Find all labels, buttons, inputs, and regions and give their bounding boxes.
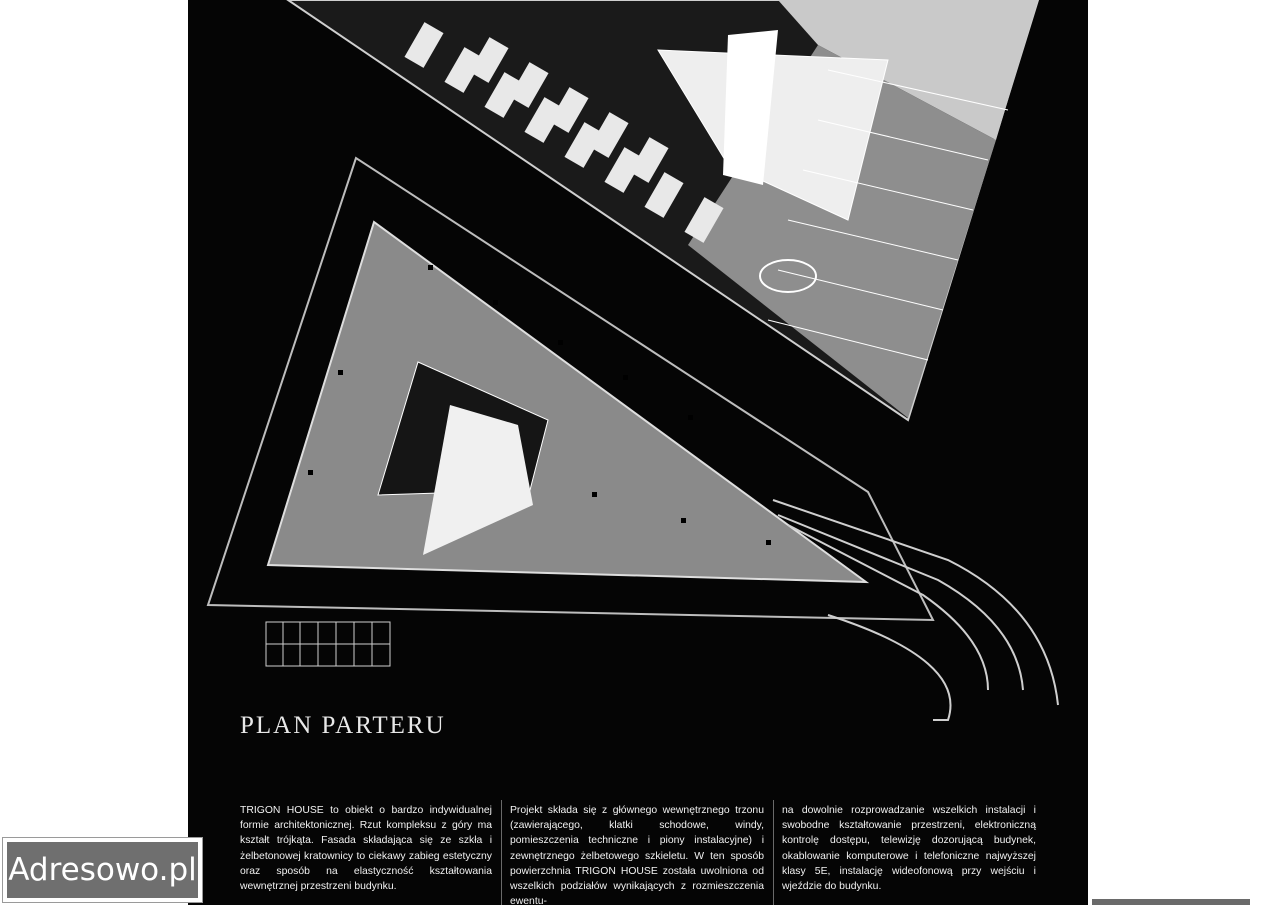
entrance-hall (423, 405, 533, 555)
office-wing-light-zone (778, 0, 1038, 140)
column-divider (773, 800, 774, 905)
access-ramp (772, 499, 1059, 721)
bottom-strip (1092, 899, 1250, 905)
white-corridor (723, 30, 778, 185)
office-partitions (767, 69, 1009, 361)
parking-stalls (265, 621, 391, 667)
description-column-2: Projekt składa się z głównego wewnętrzne… (510, 805, 764, 905)
watermark-text: Adresowo.pl (8, 852, 197, 888)
floor-plan-drawing (206, 0, 1059, 721)
watermark-box: Adresowo.pl (7, 842, 198, 898)
desk-rows (404, 22, 724, 243)
plan-sheet: PLAN PARTERU TRIGON HOUSE to obiekt o ba… (188, 0, 1088, 905)
description-column-1: TRIGON HOUSE to obiekt o bardzo indywidu… (240, 805, 492, 893)
building-outline (206, 156, 935, 622)
watermark-badge: Adresowo.pl (2, 837, 203, 903)
plan-title: PLAN PARTERU (240, 712, 446, 739)
meeting-table (759, 259, 817, 293)
column-divider (501, 800, 502, 905)
description-column-3: na dowolnie rozprowadzanie wszelkich ins… (782, 805, 1036, 893)
columns-grid (308, 265, 771, 545)
core-area (657, 49, 889, 221)
